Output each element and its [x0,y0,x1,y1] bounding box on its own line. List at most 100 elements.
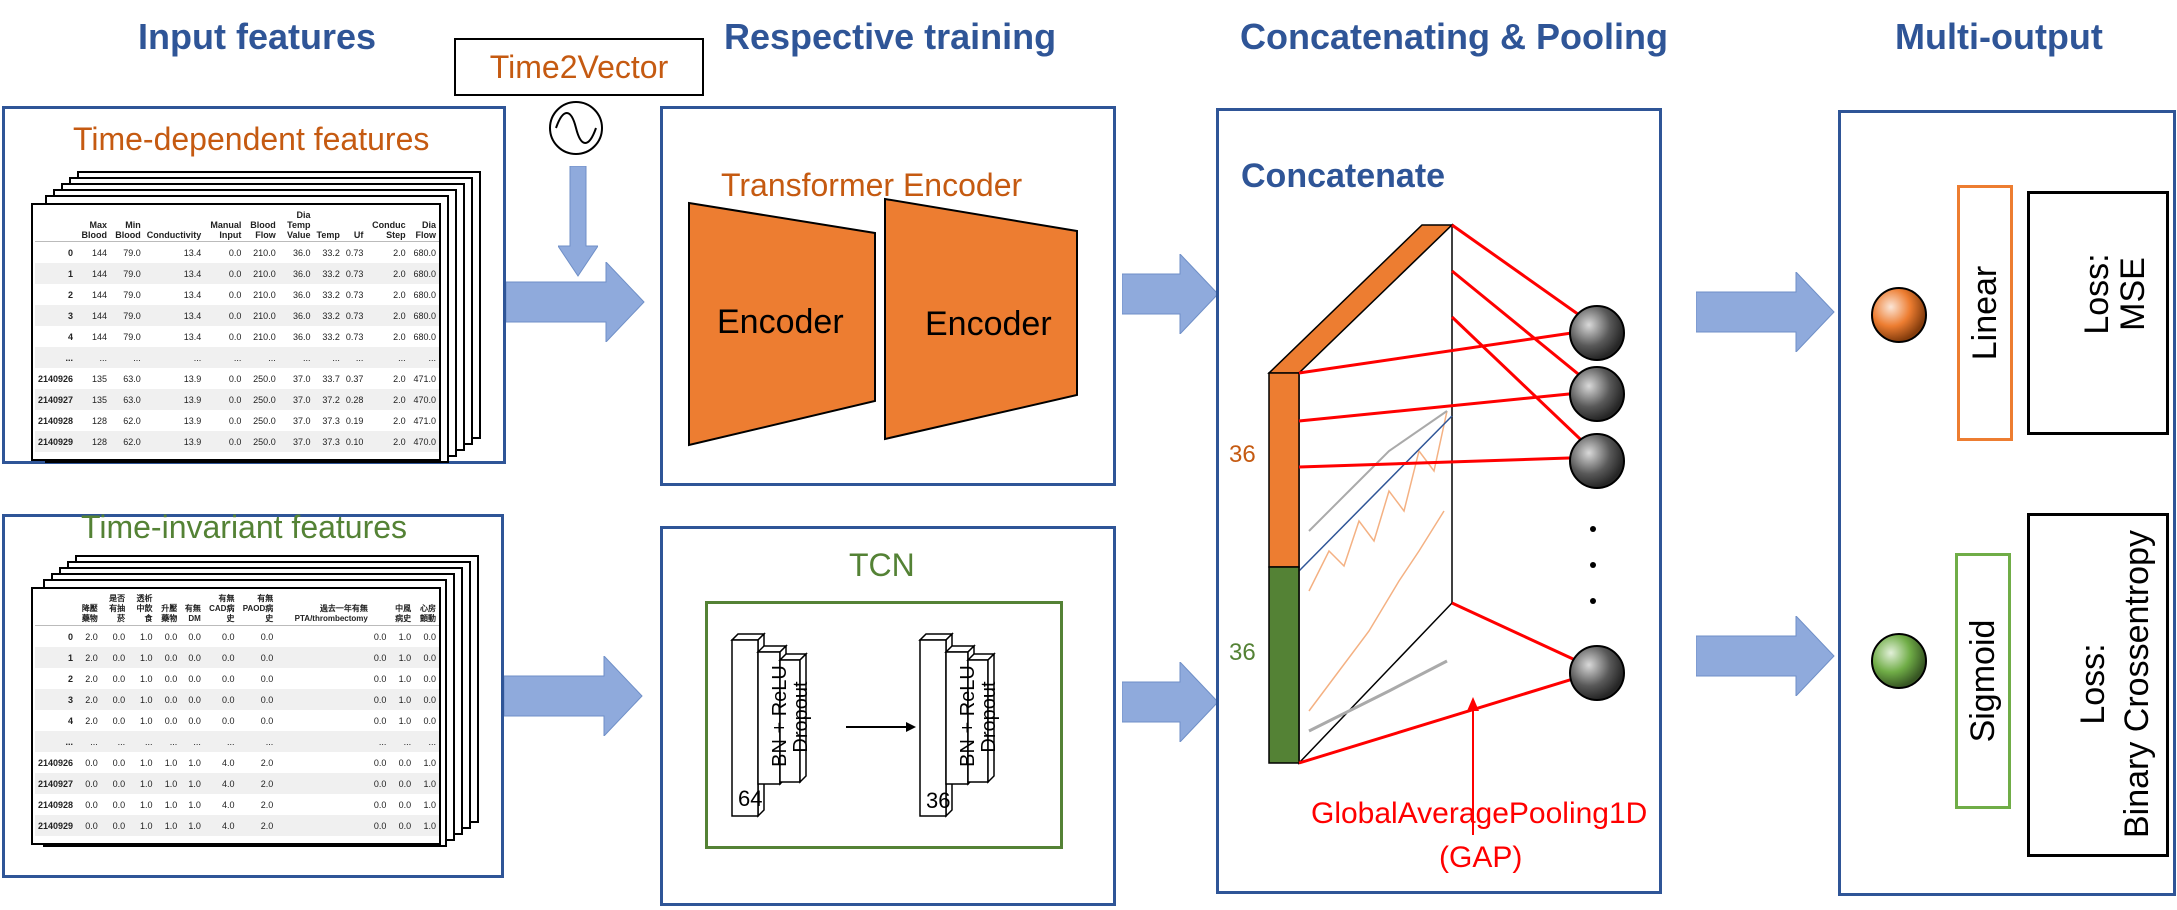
table-cell: 1.0 [423,799,436,810]
table-cell: 0.0 [204,431,245,452]
table-cell: 144 [92,331,108,342]
table-cell: 0.0 [414,647,439,668]
table-cell: 2.0 [237,815,277,836]
table-cell: 36.0 [292,289,311,300]
table-header-cell: 有無PAOD病史 [242,594,274,623]
table-cell: 2.0 [260,757,274,768]
table-cell: 1.0 [128,836,155,844]
table-cell: 0.0 [370,689,390,710]
table-cell: 0.0 [228,331,242,342]
table-cell: 37.0 [279,452,314,460]
tcn-panel: TCN 64 36 BN + [660,526,1116,906]
table-cell: 680.0 [408,305,439,326]
table-cell: 2.0 [393,289,406,300]
table-cell: 0.0 [100,647,129,668]
table-cell: 0.0 [398,799,412,810]
table-cell [276,794,371,815]
table-cell: 0.73 [345,331,364,342]
table-cell: 1.0 [164,799,178,810]
table-cell: 36.0 [278,305,314,326]
table-cell: 36.0 [278,263,314,284]
table-cell: 0.0 [373,673,387,684]
table-cell: 0.0 [204,452,244,460]
table-cell: 33.2 [322,289,340,300]
table-cell: 13.9 [183,373,202,384]
table-cell: 135 [92,373,108,384]
table-cell: 0.0 [237,689,277,710]
table-cell: 37.3 [322,415,340,426]
table-cell: 0.0 [164,715,178,726]
linear-label: Linear [1966,265,2004,361]
table-cell: ... [35,731,77,752]
table-cell: 0.0 [221,631,235,642]
bce-loss-box [2027,513,2169,857]
concat-dim-bottom: 36 [1229,639,1256,666]
table-cell: 1.0 [389,647,415,668]
table-cell: 1.0 [398,631,412,642]
table-cell: 36.0 [292,331,311,342]
table-row: ................................. [35,731,439,752]
table-cell: 1.0 [128,815,156,836]
sine-wave-icon [549,101,603,155]
table-cell: 4.0 [203,815,238,836]
time2vector-box: Time2Vector [454,38,704,96]
table-cell: 0.0 [112,673,126,684]
table-cell: ... [244,347,279,368]
table-cell: 0.0 [370,647,390,668]
table-cell: 1.0 [414,815,439,836]
bce-loss-label-2: Binary Crossentropy [2118,530,2156,839]
table-cell: 2.0 [76,647,101,668]
table-cell: 0.0 [101,836,128,844]
tcn-bn-relu-label-2: BN + ReLU [957,665,979,767]
table-cell: 135 [76,389,111,410]
table-cell: 144 [76,305,111,326]
table-cell: 62.0 [110,431,144,452]
table-cell: 210.0 [253,247,276,258]
bce-loss-label-1: Loss: [2074,643,2112,725]
table-cell: 1.0 [128,647,156,668]
table-cell: 680.0 [413,331,436,342]
tcn-blocks [730,632,996,818]
arrow-concat-to-linear [1696,272,1835,352]
table-cell: 1.0 [389,689,415,710]
table-cell: 1.0 [398,673,412,684]
table-header-cell: Blood Flow [250,220,276,240]
table-cell [276,710,371,731]
table-cell: 0.0 [371,836,390,844]
tcn-block2-filters: 36 [926,788,951,813]
table-cell: ... [128,731,156,752]
table-header-cell [371,593,390,626]
table-cell: 1.0 [139,715,153,726]
table-cell: ... [414,731,439,752]
table-cell [276,626,371,648]
table-cell: 0.0 [398,757,412,768]
table-cell: 79.0 [110,263,144,284]
table-cell: 37.3 [313,431,343,452]
table-cell: 0.0 [100,689,129,710]
table-header-cell: 升壓藥物 [161,604,178,623]
table-cell: 2140929 [35,431,77,452]
table-cell: ... [204,347,245,368]
table-cell: 33.7 [322,373,340,384]
table-cell: 2.0 [366,263,409,284]
table-cell: 0.0 [203,647,238,668]
table-cell: 0.0 [112,631,126,642]
tcn-dropout-label-1: Dropout [790,681,812,753]
table-cell: ... [237,731,277,752]
table-cell: ... [35,347,77,368]
table-cell: 250.0 [253,373,276,384]
table-cell: 0.0 [389,773,415,794]
table-cell: 13.4 [183,289,202,300]
table-header-cell: 過去一年有無PTA/thrombectomy [294,604,368,623]
table-cell: 0.0 [260,631,274,642]
table-cell: 210.0 [253,331,276,342]
table-cell: 37.0 [292,373,311,384]
table-header-cell: Dia Flow [415,220,437,240]
